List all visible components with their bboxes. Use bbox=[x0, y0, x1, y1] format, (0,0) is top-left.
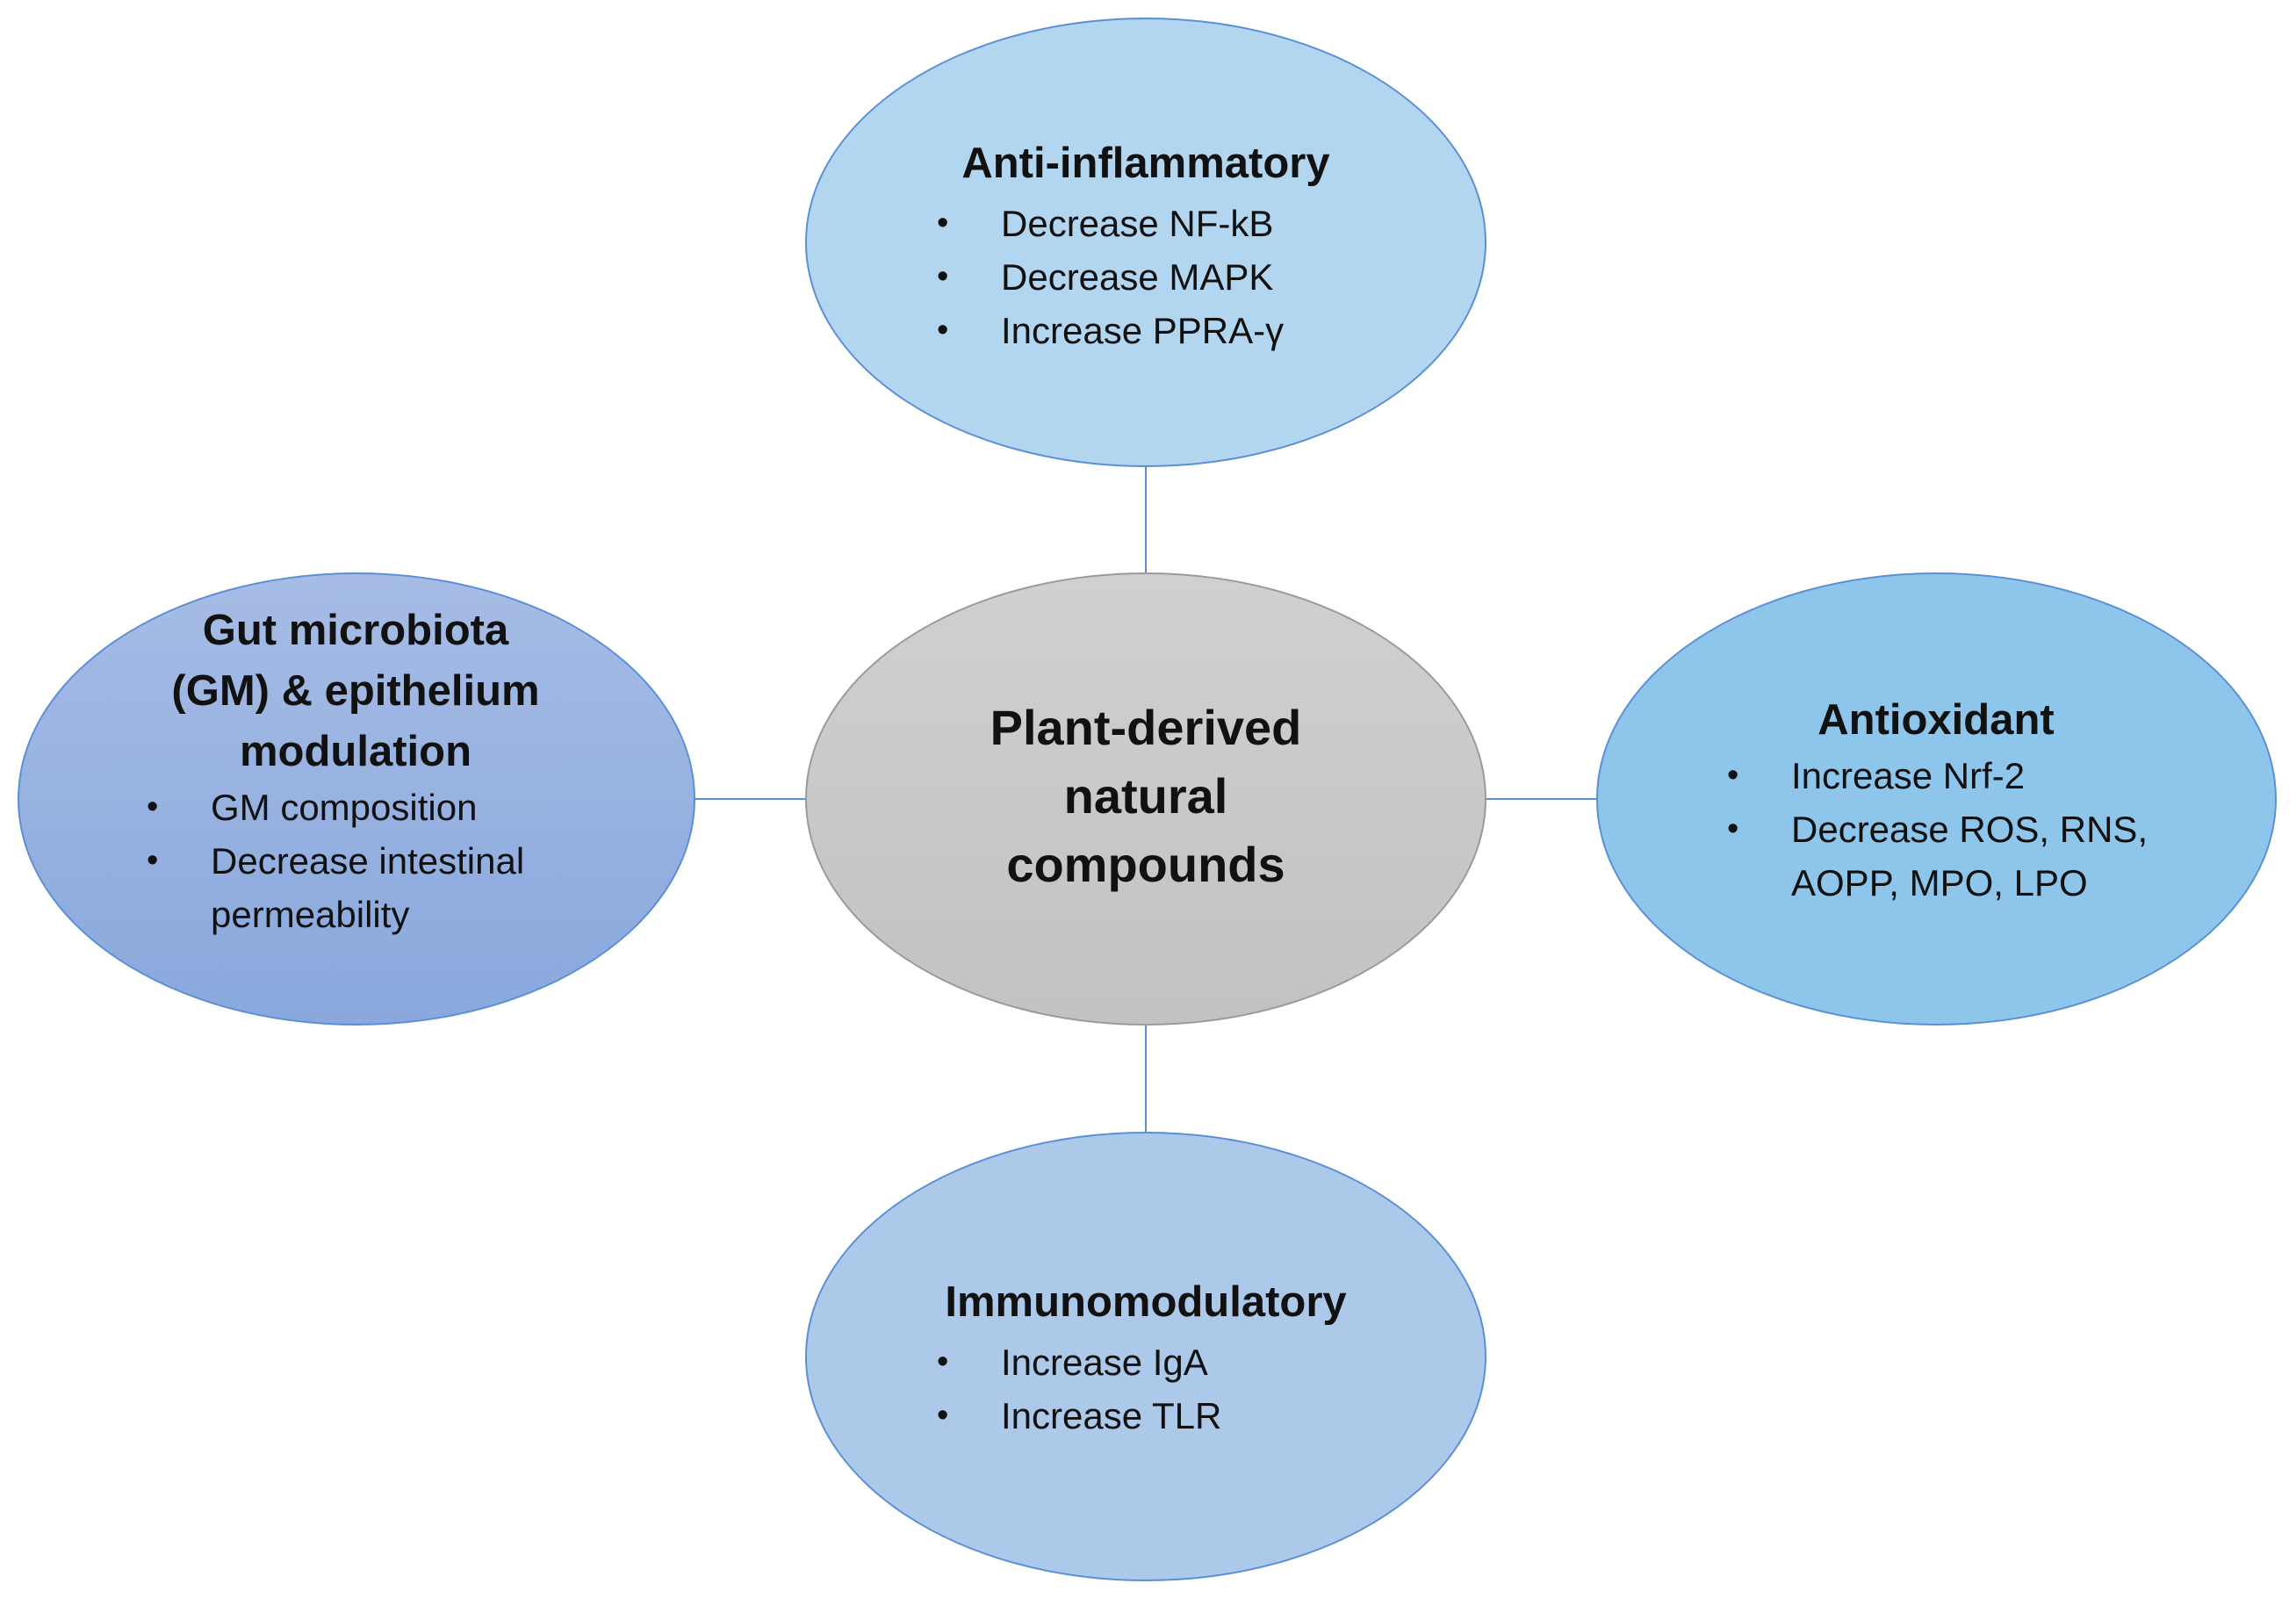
bullet-text: Increase TLR bbox=[1001, 1395, 1222, 1436]
list-item: • Increase IgA bbox=[937, 1335, 1457, 1389]
bullet-icon: • bbox=[937, 1343, 949, 1380]
immunomodulatory-node bbox=[805, 1132, 1486, 1581]
anti-inflammatory-bullets: • Decrease NF-kB • Decrease MAPK • Increase… bbox=[937, 197, 1457, 357]
antioxidant-bullets: • Increase Nrf-2 • Decrease ROS, RNS, AOPP… bbox=[1727, 749, 2248, 910]
list-item: • GM composition bbox=[147, 781, 667, 834]
center-line: natural bbox=[1063, 768, 1228, 824]
list-item: • Increase Nrf-2 bbox=[1727, 749, 2248, 802]
bullet-icon: • bbox=[937, 258, 949, 295]
list-item: • Decrease ROS, RNS, bbox=[1727, 802, 2248, 856]
list-item-continuation: permeability bbox=[211, 888, 667, 941]
bullet-text: GM composition bbox=[211, 787, 478, 828]
antioxidant-node bbox=[1596, 572, 2277, 1026]
bullet-text: permeability bbox=[211, 894, 410, 935]
bullet-text: Increase PPRA-γ bbox=[1001, 310, 1285, 351]
anti-inflammatory-node bbox=[805, 18, 1486, 467]
antioxidant-title: Antioxidant bbox=[1817, 696, 2055, 744]
bullet-icon: • bbox=[147, 842, 159, 879]
bullet-text: Decrease ROS, RNS, bbox=[1791, 809, 2148, 850]
title-line: (GM) & epithelium bbox=[171, 667, 540, 715]
center-line: Plant-derived bbox=[990, 700, 1302, 755]
list-item: • Decrease MAPK bbox=[937, 250, 1457, 304]
center-line: compounds bbox=[1006, 837, 1285, 892]
list-item: • Decrease intestinal bbox=[147, 834, 667, 888]
bullet-icon: • bbox=[937, 1397, 949, 1434]
gut-microbiota-bullets: • GM composition • Decrease intestinal per… bbox=[147, 781, 667, 941]
bullet-icon: • bbox=[1727, 810, 1739, 847]
bullet-text: AOPP, MPO, LPO bbox=[1791, 862, 2088, 903]
list-item: • Increase TLR bbox=[937, 1389, 1457, 1443]
immunomodulatory-bullets: • Increase IgA • Increase TLR bbox=[937, 1335, 1457, 1443]
bullet-icon: • bbox=[937, 205, 949, 241]
plant-compounds-node bbox=[805, 572, 1486, 1026]
gut-microbiota-node bbox=[18, 572, 695, 1026]
bullet-icon: • bbox=[937, 312, 949, 349]
bullet-text: Decrease intestinal bbox=[211, 840, 525, 882]
bullet-text: Decrease MAPK bbox=[1001, 256, 1274, 298]
list-item-continuation: AOPP, MPO, LPO bbox=[1791, 856, 2248, 910]
list-item: • Increase PPRA-γ bbox=[937, 304, 1457, 357]
bullet-text: Increase IgA bbox=[1001, 1342, 1208, 1383]
title-line: Gut microbiota bbox=[202, 607, 509, 654]
bullet-icon: • bbox=[1727, 757, 1739, 794]
immunomodulatory-title: Immunomodulatory bbox=[945, 1278, 1347, 1326]
bullet-text: Increase Nrf-2 bbox=[1791, 755, 2026, 796]
plant-compounds-label: Plant-derived natural compounds bbox=[882, 694, 1409, 899]
bullet-text: Decrease NF-kB bbox=[1001, 203, 1274, 244]
anti-inflammatory-title: Anti-inflammatory bbox=[961, 140, 1330, 187]
title-line: modulation bbox=[239, 728, 472, 775]
gut-microbiota-title: Gut microbiota (GM) & epithelium modulat… bbox=[97, 601, 615, 782]
list-item: • Decrease NF-kB bbox=[937, 197, 1457, 250]
bullet-icon: • bbox=[147, 788, 159, 825]
